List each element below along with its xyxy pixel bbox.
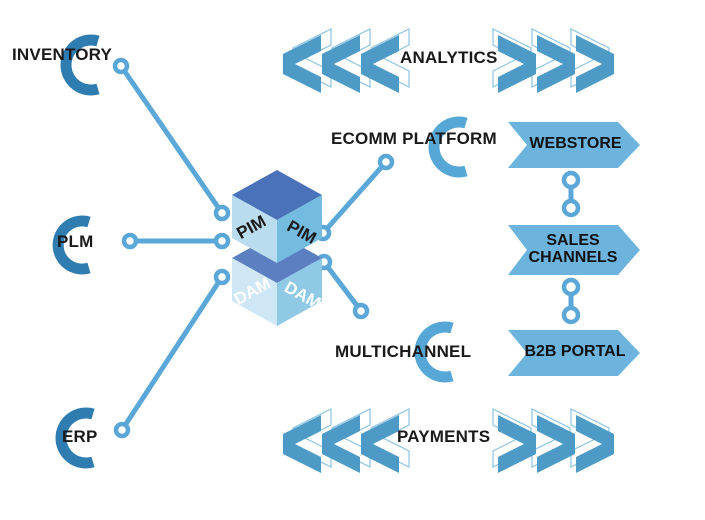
node-pim-left <box>213 204 231 222</box>
node-multichannel <box>352 302 370 320</box>
plm-arc-icon <box>52 215 91 275</box>
label-plm: PLM <box>57 232 94 251</box>
sales-channels-banner-shape[interactable] <box>508 225 640 275</box>
label-inventory: INVENTORY <box>12 45 113 64</box>
label-multichannel: MULTICHANNEL <box>335 342 472 361</box>
ecomm-platform-arc-icon <box>428 116 468 178</box>
node-sales-bottom <box>561 277 581 297</box>
label-b2b-portal: B2B PORTAL <box>524 343 626 360</box>
node-inventory <box>112 57 130 75</box>
node-pim-left-mid <box>213 232 231 250</box>
analytics-chevrons-left <box>283 28 410 93</box>
node-sales-top <box>561 198 581 218</box>
node-ecomm <box>377 153 395 171</box>
label-sales-channels: SALES CHANNELS <box>528 232 618 267</box>
b2b-portal-banner-shape[interactable] <box>508 330 640 376</box>
analytics-chevrons-right <box>492 28 614 93</box>
node-erp <box>113 421 131 439</box>
label-webstore: WEBSTORE <box>529 135 622 152</box>
connector-nodes <box>112 57 581 439</box>
label-ecomm-platform: ECOMM PLATFORM <box>331 129 497 148</box>
node-plm <box>121 232 139 250</box>
connector-lines <box>118 63 574 433</box>
connector-dam-to-multichannel <box>321 259 364 314</box>
payments-chevrons-right <box>492 408 614 473</box>
multichannel-arc-icon <box>414 321 454 383</box>
label-payments: PAYMENTS <box>397 427 491 446</box>
label-analytics: ANALYTICS <box>400 48 498 67</box>
node-webstore-bottom <box>561 170 581 190</box>
payments-chevrons-left <box>283 408 410 473</box>
erp-arc-icon <box>55 407 95 469</box>
label-erp: ERP <box>62 427 98 446</box>
node-dam-left <box>213 268 231 286</box>
connector-pim-to-ecomm <box>320 159 389 236</box>
pim-cube[interactable] <box>232 170 322 263</box>
node-b2b-top <box>561 305 581 325</box>
inventory-arc-icon <box>60 34 100 96</box>
connector-inventory-to-pim <box>118 63 225 216</box>
connector-erp-to-dam <box>119 274 225 433</box>
webstore-banner-shape[interactable] <box>508 122 640 168</box>
